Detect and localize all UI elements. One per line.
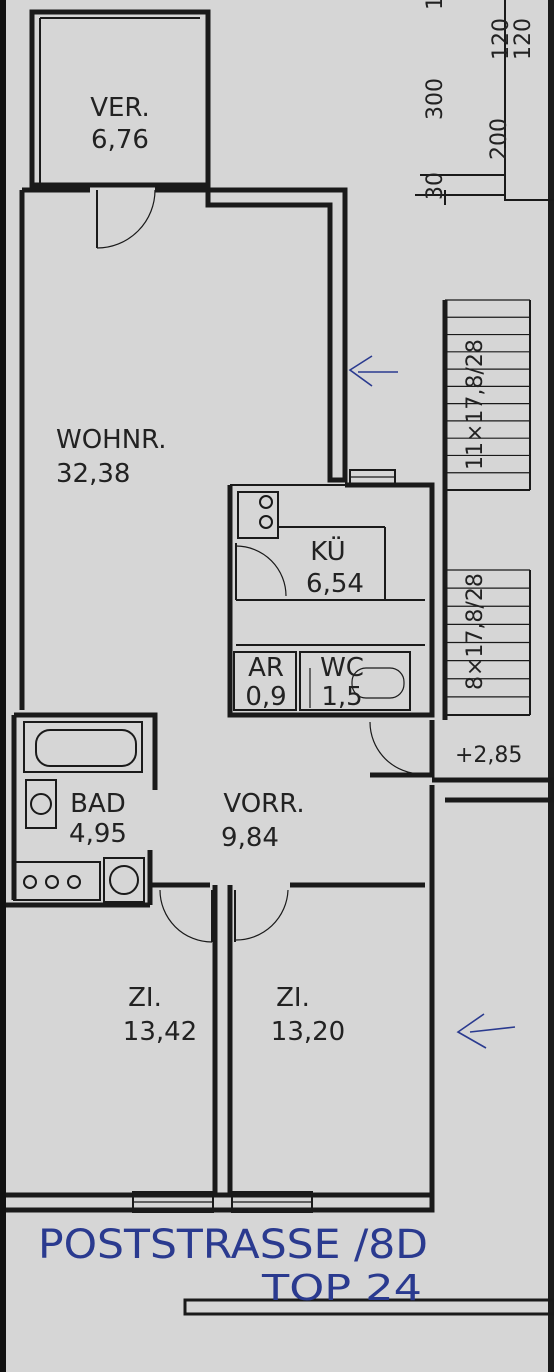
veranda-name: VER. (90, 93, 150, 123)
dim-300: 300 (423, 78, 448, 120)
bath-area: 4,95 (69, 819, 127, 849)
street-handwriting: POSTSTRASSE /8D (38, 1222, 428, 1268)
stair-upper-label: 11×17,8/28 (463, 339, 488, 470)
veranda (29, 9, 211, 188)
hall-name: VORR. (223, 789, 304, 819)
unit-handwriting: TOP 24 (261, 1268, 422, 1309)
dim-200: 200 (487, 118, 512, 160)
stair-lower-label: 8×17,8/28 (463, 573, 488, 690)
wc-name: WC (320, 653, 364, 683)
entrance-arrow-lower-icon (456, 1013, 516, 1049)
kitchen (227, 482, 435, 718)
storage-area: 0,9 (245, 682, 286, 712)
staircase (432, 299, 554, 803)
veranda-area: 6,76 (91, 125, 149, 155)
bath-name: BAD (70, 789, 126, 819)
storage-wc (233, 651, 411, 711)
kitchen-window (349, 469, 396, 485)
entrance-arrow-upper-icon (348, 355, 398, 387)
wc-area: 1,5 (321, 682, 362, 712)
dimension-lines (415, 0, 554, 205)
living-name: WOHNR. (56, 425, 167, 455)
level-label: +2,85 (455, 743, 522, 768)
room-left-name: ZI. (128, 983, 162, 1013)
hall-area: 9,84 (221, 823, 279, 853)
kitchen-name: KÜ (310, 535, 345, 567)
dim-30: 30 (423, 172, 448, 200)
living-door (96, 189, 156, 249)
room-left-area: 13,42 (123, 1017, 197, 1047)
storage-name: AR (248, 653, 284, 683)
kitchen-area: 6,54 (306, 569, 364, 599)
dim-1: 1 (423, 0, 448, 10)
bedroom-doors (159, 889, 289, 943)
room-right-area: 13,20 (271, 1017, 345, 1047)
bottom-windows (132, 1191, 313, 1213)
bathroom (6, 712, 158, 908)
dim-120-a: 120 (489, 18, 514, 60)
dim-120-b: 120 (511, 18, 536, 60)
room-right-name: ZI. (276, 983, 310, 1013)
living-area: 32,38 (56, 459, 130, 489)
